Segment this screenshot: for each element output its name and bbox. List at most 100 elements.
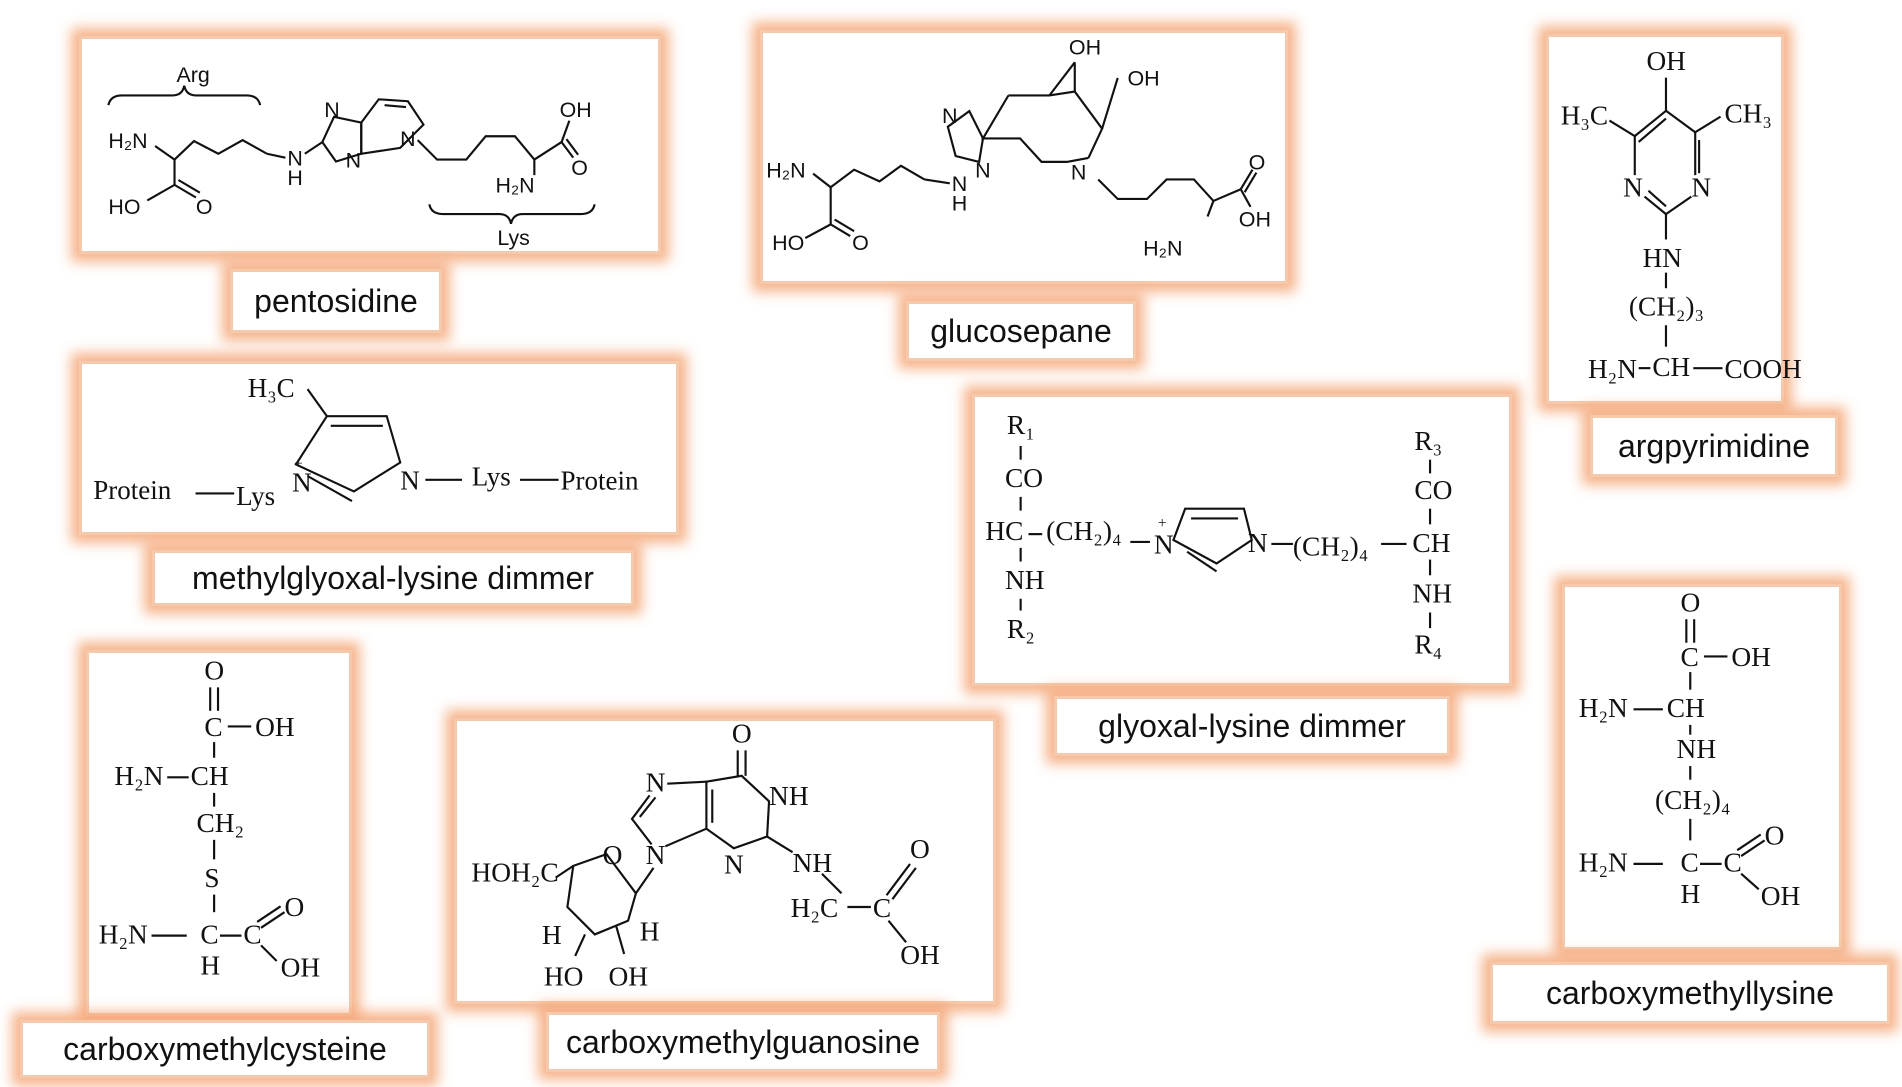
atom-label: N [952, 172, 968, 196]
atom-label: OH [560, 98, 592, 122]
atom-label: NH [1005, 565, 1045, 595]
atom-label: R₃ [1414, 426, 1442, 456]
compound-name-label: carboxymethylguanosine [546, 1012, 940, 1072]
atom-label: HO [772, 231, 804, 255]
compound-name-label: argpyrimidine [1590, 415, 1838, 477]
atom-label: Lys [236, 481, 275, 511]
atom-label: OH [900, 940, 940, 970]
atom-label: H₂N [108, 129, 147, 153]
charge-sign: + [1158, 515, 1167, 532]
compound-name-label: carboxymethyllysine [1490, 962, 1890, 1024]
atom-label: O [852, 231, 869, 255]
atom-label: O [1249, 151, 1266, 175]
atom-label: N [1691, 173, 1711, 203]
atom-label: HN [1643, 243, 1683, 273]
pentosidine-structure: Arg H₂N HO O N H N N N OH O H₂N Lys [79, 36, 661, 254]
atom-label: R₁ [1007, 410, 1035, 440]
atom-label: R₂ [1007, 614, 1035, 644]
atom-label: O [284, 892, 304, 922]
atom-label: N [287, 146, 302, 170]
atom-label: N [1154, 530, 1174, 560]
atom-label: C [204, 712, 222, 742]
atom-label: CO [1005, 463, 1043, 493]
atom-label: HC [985, 516, 1023, 546]
atom-label: CH [1652, 352, 1690, 382]
atom-label: NH [769, 781, 809, 811]
atom-label: H₂N [1579, 848, 1628, 878]
atom-label: OH [255, 712, 295, 742]
atom-label: H₃C [248, 373, 295, 403]
atom-label: O [1680, 587, 1700, 617]
compound-name-label: carboxymethylcysteine [20, 1020, 430, 1078]
atom-label: C [243, 919, 261, 949]
atom-label: Lys [472, 462, 511, 492]
glucosepane-structure: OH OH N N N H₂N HO O N H O OH H₂N [760, 30, 1288, 284]
atom-label: NH [1677, 734, 1717, 764]
atom-label: H [542, 920, 562, 950]
carboxymethylcysteine-drawing: O C OH H₂N CH CH₂ S H₂N C C O OH H [99, 656, 321, 983]
atom-label: O [571, 156, 588, 180]
carboxymethyllysine-structure: O C OH H₂N CH NH (CH₂)₄ H₂N C C O OH H [1562, 584, 1842, 950]
atom-label: NH [793, 848, 833, 878]
compound-name-label: pentosidine [230, 269, 442, 333]
atom-label: H [952, 192, 968, 216]
atom-label: N [324, 98, 339, 122]
atom-label: (CH₂)₄ [1293, 532, 1368, 562]
glyoxal-lysine-dimmer-drawing: R₁ CO HC (CH₂)₄ NH R₂ N + N (CH₂)₄ R₃ CO… [985, 410, 1452, 660]
charge-sign: + [294, 455, 303, 472]
compound-name-label: glucosepane [906, 301, 1136, 361]
atom-label: N [1623, 173, 1643, 203]
atom-label: CH [1412, 528, 1450, 558]
atom-label: HOH₂C [471, 858, 558, 888]
atom-label: Protein [561, 466, 640, 496]
atom-label: O [732, 719, 752, 749]
atom-label: N [346, 148, 361, 172]
atom-label: (CH₂)₄ [1655, 785, 1730, 815]
carboxymethylguanosine-structure: O NH N N N NH H₂C C O OH O HOH₂C H H HO … [454, 718, 996, 1004]
atom-label: Lys [497, 226, 529, 250]
atom-label: H [200, 951, 220, 981]
compound-name-label: glyoxal-lysine dimmer [1054, 696, 1450, 756]
atom-label: C [873, 893, 891, 923]
atom-label: C [200, 919, 218, 949]
atom-label: H₂N [99, 919, 148, 949]
atom-label: OH [281, 953, 321, 983]
atom-label: N [400, 127, 415, 151]
atom-label: H₂N [1579, 693, 1628, 723]
atom-label: O [910, 834, 930, 864]
atom-label: HO [544, 961, 584, 991]
atom-label: N [646, 767, 666, 797]
atom-label: H [287, 166, 302, 190]
atom-label: OH [1069, 35, 1101, 59]
atom-label: O [204, 656, 224, 686]
atom-label: C [1680, 848, 1698, 878]
carboxymethylcysteine-structure: O C OH H₂N CH CH₂ S H₂N C C O OH H [86, 650, 352, 1016]
argpyrimidine-drawing: OH H₃C CH₃ N N HN (CH₂)₃ H₂N CH COOH [1561, 46, 1802, 384]
atom-label: R₄ [1414, 630, 1442, 660]
atom-label: H [1680, 879, 1700, 909]
atom-label: H₂N [1588, 354, 1637, 384]
compound-name-label: methylglyoxal-lysine dimmer [152, 550, 634, 606]
atom-label: H₂N [495, 174, 534, 198]
methylglyoxal-lysine-dimmer-structure: H₃C Protein Lys N + N Lys Protein [79, 361, 679, 535]
glyoxal-lysine-dimmer-structure: R₁ CO HC (CH₂)₄ NH R₂ N + N (CH₂)₄ R₃ CO… [972, 394, 1512, 686]
atom-label: C [1680, 642, 1698, 672]
atom-label: Protein [93, 475, 172, 505]
atom-label: C [1724, 848, 1742, 878]
atom-label: (CH₂)₄ [1046, 516, 1121, 546]
atom-label: CH [191, 761, 229, 791]
atom-label: CH₃ [1724, 98, 1771, 128]
atom-label: OH [1761, 881, 1801, 911]
atom-label: OH [1127, 67, 1159, 91]
atom-label: H₃C [1561, 100, 1608, 130]
atom-label: H₂N [1143, 237, 1182, 261]
atom-label: COOH [1724, 354, 1801, 384]
atom-label: H [640, 916, 660, 946]
atom-label: Arg [176, 63, 209, 87]
atom-label: OH [1646, 46, 1685, 76]
atom-label: N [724, 850, 744, 880]
atom-label: (CH₂)₃ [1629, 292, 1704, 322]
glucosepane-drawing: OH OH N N N H₂N HO O N H O OH H₂N [766, 35, 1271, 261]
atom-label: O [1765, 820, 1785, 850]
carboxymethyllysine-drawing: O C OH H₂N CH NH (CH₂)₄ H₂N C C O OH H [1579, 587, 1801, 911]
